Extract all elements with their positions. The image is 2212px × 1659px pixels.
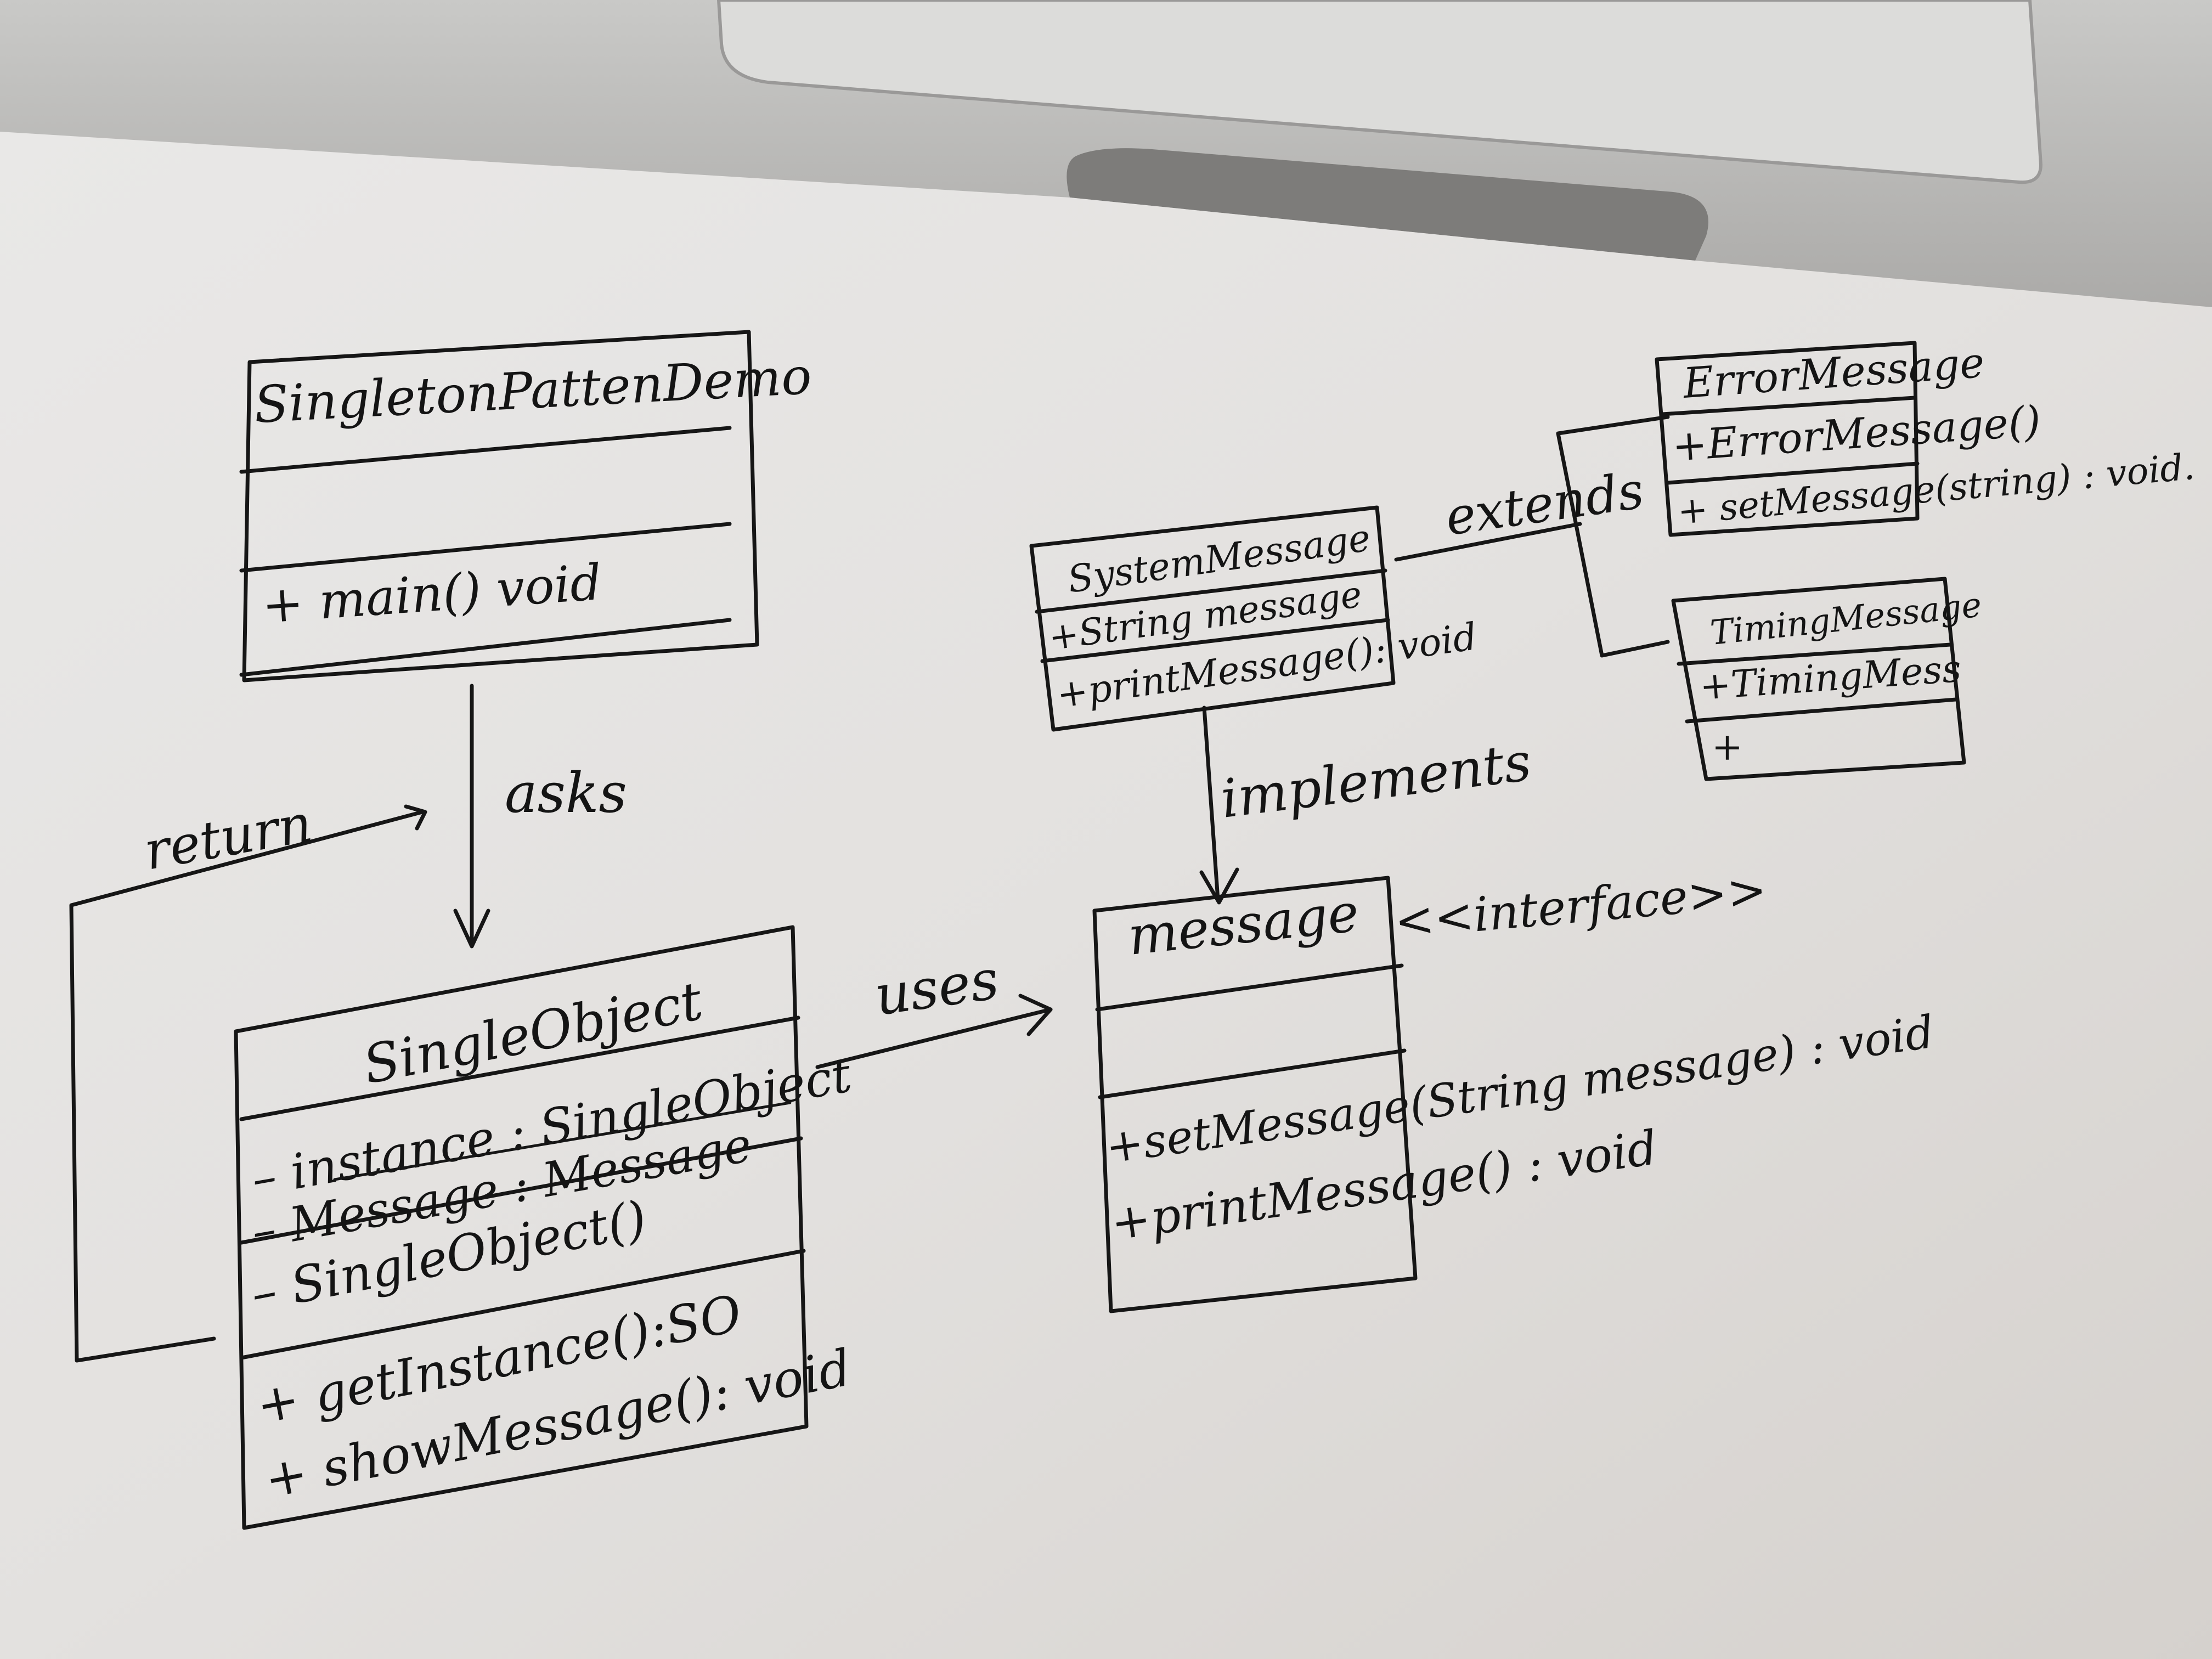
method-timing-ctor: +TimingMess — [1699, 647, 1963, 709]
label-asks: asks — [505, 761, 627, 825]
label-implements: implements — [1217, 731, 1534, 830]
method-error-message-ctor: +ErrorMessage() — [1671, 396, 2042, 471]
paper-sheet — [0, 132, 2212, 1659]
class-singleton-demo: SingletonPattenDemo + main() void — [239, 330, 813, 682]
class-name-singleton-demo: SingletonPattenDemo — [253, 347, 813, 435]
method-timing-plus: + — [1712, 726, 1743, 769]
implements-arrow: implements — [1199, 706, 1534, 905]
class-name-message: message — [1125, 882, 1362, 967]
uses-arrow: uses — [815, 947, 1053, 1069]
class-timing-message: TimingMessage +TimingMess + — [1671, 577, 1983, 781]
class-system-message: SystemMessage +String message +printMess… — [1029, 505, 1480, 732]
label-return: return — [140, 793, 317, 882]
stereotype-interface: <<interface>> — [1392, 862, 1769, 950]
class-single-object: SingleObject – instance : SingleObject –… — [234, 925, 856, 1530]
laptop-notch — [1066, 148, 1708, 261]
label-extends: extends — [1442, 461, 1647, 546]
trackpad — [716, 0, 2043, 184]
asks-arrow: asks — [453, 684, 627, 949]
class-name-single-object: SingleObject — [358, 970, 708, 1096]
class-error-message: ErrorMessage +ErrorMessage() + setMessag… — [1655, 338, 2196, 537]
label-uses: uses — [871, 947, 1002, 1028]
class-message: message <<interface>> +setMessage(String… — [1092, 862, 1937, 1313]
class-name-error-message: ErrorMessage — [1680, 338, 1986, 408]
strikethrough — [333, 1101, 792, 1181]
